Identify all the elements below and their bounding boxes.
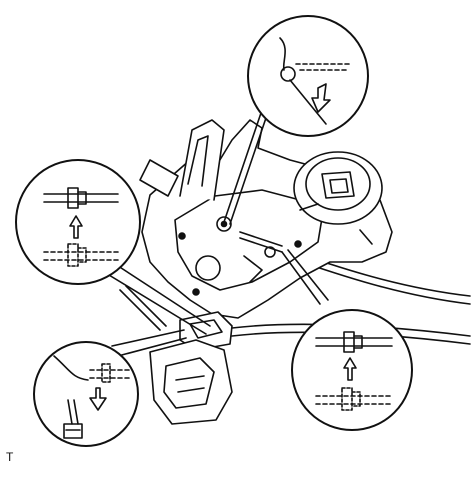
- cable-pull-detail-icon: [34, 342, 138, 446]
- connector-push-detail-icon: [16, 160, 140, 284]
- connector-push-detail-icon-right: [292, 310, 412, 430]
- leader-lines: [104, 110, 328, 356]
- lever-pivot-detail-icon: [248, 16, 368, 136]
- corner-code-label: T: [6, 450, 14, 464]
- door-lock-assembly-illustration: [120, 120, 392, 424]
